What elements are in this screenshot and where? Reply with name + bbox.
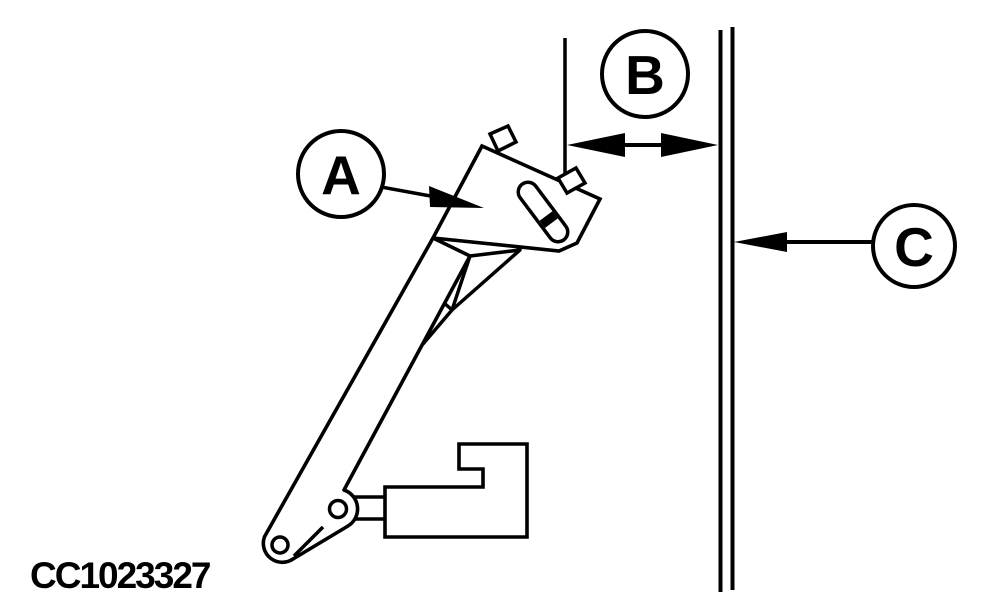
gusset-plate (450, 248, 522, 312)
gap-arrowhead-left (567, 133, 625, 157)
sensor-mounting-tab-right (555, 165, 588, 196)
callout-a-arrowhead (429, 186, 484, 208)
arm-boss-notch-line (292, 525, 325, 558)
arm-end-hole (270, 535, 290, 555)
callout-c-label: C (894, 216, 934, 278)
callout-b-circle (600, 29, 690, 119)
callout-c-circle (871, 203, 957, 289)
sensor-mounting-tab-left (487, 123, 519, 154)
sensor-slot (520, 184, 566, 240)
figure-code: CC1023327 (30, 555, 210, 596)
sensor-slot-band (539, 211, 558, 229)
mounting-block (383, 442, 529, 539)
callout-a-circle (296, 129, 386, 219)
sensor-arm (261, 236, 472, 565)
gap-arrowhead-right (661, 133, 718, 157)
pivot-boss-hole (327, 498, 349, 520)
callout-a-label: A (321, 144, 361, 206)
callout-c-arrowhead (734, 232, 787, 252)
callout-b-label: B (625, 44, 665, 106)
gusset-taper-line (421, 308, 454, 346)
callout-a-arrow-shaft (380, 185, 437, 199)
